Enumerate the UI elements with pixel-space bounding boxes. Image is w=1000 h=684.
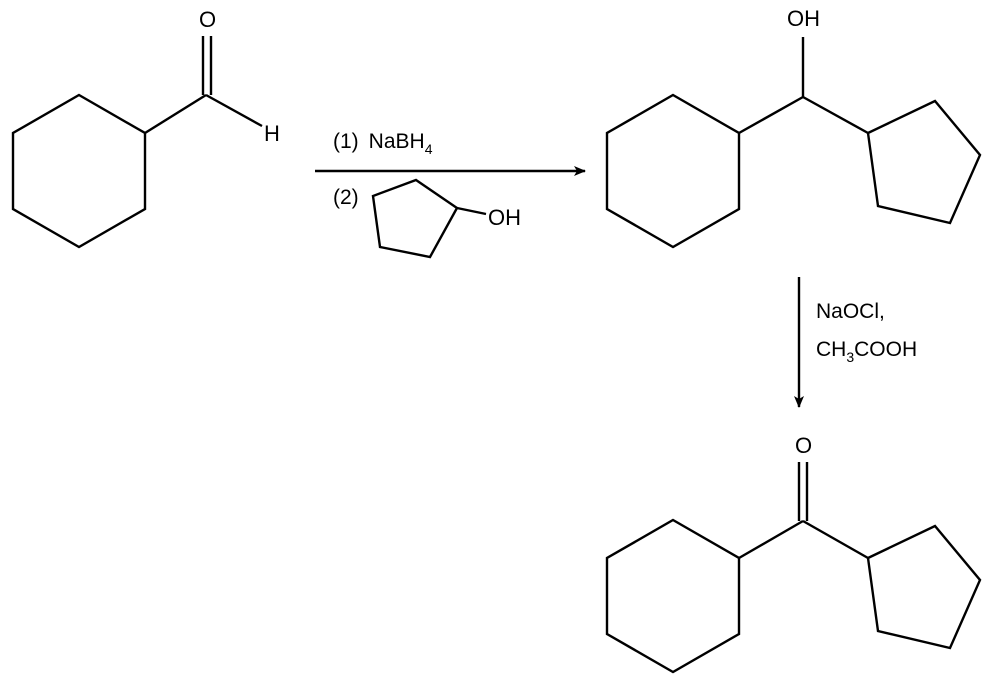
aldehyde-hydrogen-label: H: [264, 121, 280, 146]
cyclohexane-ring: [605, 93, 741, 249]
bond-cyclopentanol-to-oh: [456, 206, 487, 216]
reaction-step-2: NaOCl, CH3COOH: [794, 277, 917, 408]
ketone-oxygen-label: O: [795, 433, 812, 458]
cyclopentane-ring: [866, 524, 982, 650]
bond-carbinol-to-cyclopentyl: [802, 95, 869, 135]
step2-reagent-line2: CH3COOH: [816, 338, 917, 365]
step2-cooh: COOH: [854, 338, 917, 361]
step1-nabh4-subscript: 4: [425, 141, 433, 157]
cyclopentanol-oh-label: OH: [488, 205, 521, 230]
step1-reagent-line1: (1) NaBH4: [333, 130, 433, 157]
step1-prefix-1: (1): [333, 130, 359, 153]
reaction-step-1: (1) NaBH4 (2) OH: [315, 130, 586, 259]
cyclohexyl-cyclopentyl-ketone-molecule: O: [605, 433, 982, 674]
step1-prefix-2: (2): [333, 186, 359, 209]
step2-reagent-line1: NaOCl,: [816, 300, 885, 323]
bond-carbonyl-to-cyclopentyl: [802, 519, 869, 560]
aldehyde-oxygen-label: O: [199, 7, 216, 32]
cyclohexyl-cyclopentyl-methanol-molecule: OH: [605, 6, 982, 249]
cyclohexane-ring: [605, 518, 741, 674]
bond-carbonyl-to-h: [205, 93, 263, 128]
bond-ring-to-carbinol: [738, 95, 804, 135]
step2-ch: CH: [816, 338, 846, 361]
bond-ring-to-carbonyl: [738, 519, 804, 560]
step2-ch3-subscript: 3: [846, 349, 854, 365]
cyclopentane-ring: [866, 99, 982, 225]
cyclohexanecarbaldehyde-molecule: O H: [11, 7, 280, 249]
cyclohexane-ring: [11, 93, 147, 249]
alcohol-oh-label: OH: [787, 6, 820, 31]
cyclopentanol-ring: [371, 178, 459, 259]
bond-ring-to-carbonyl: [144, 93, 207, 135]
step1-nabh4: NaBH: [369, 130, 425, 153]
